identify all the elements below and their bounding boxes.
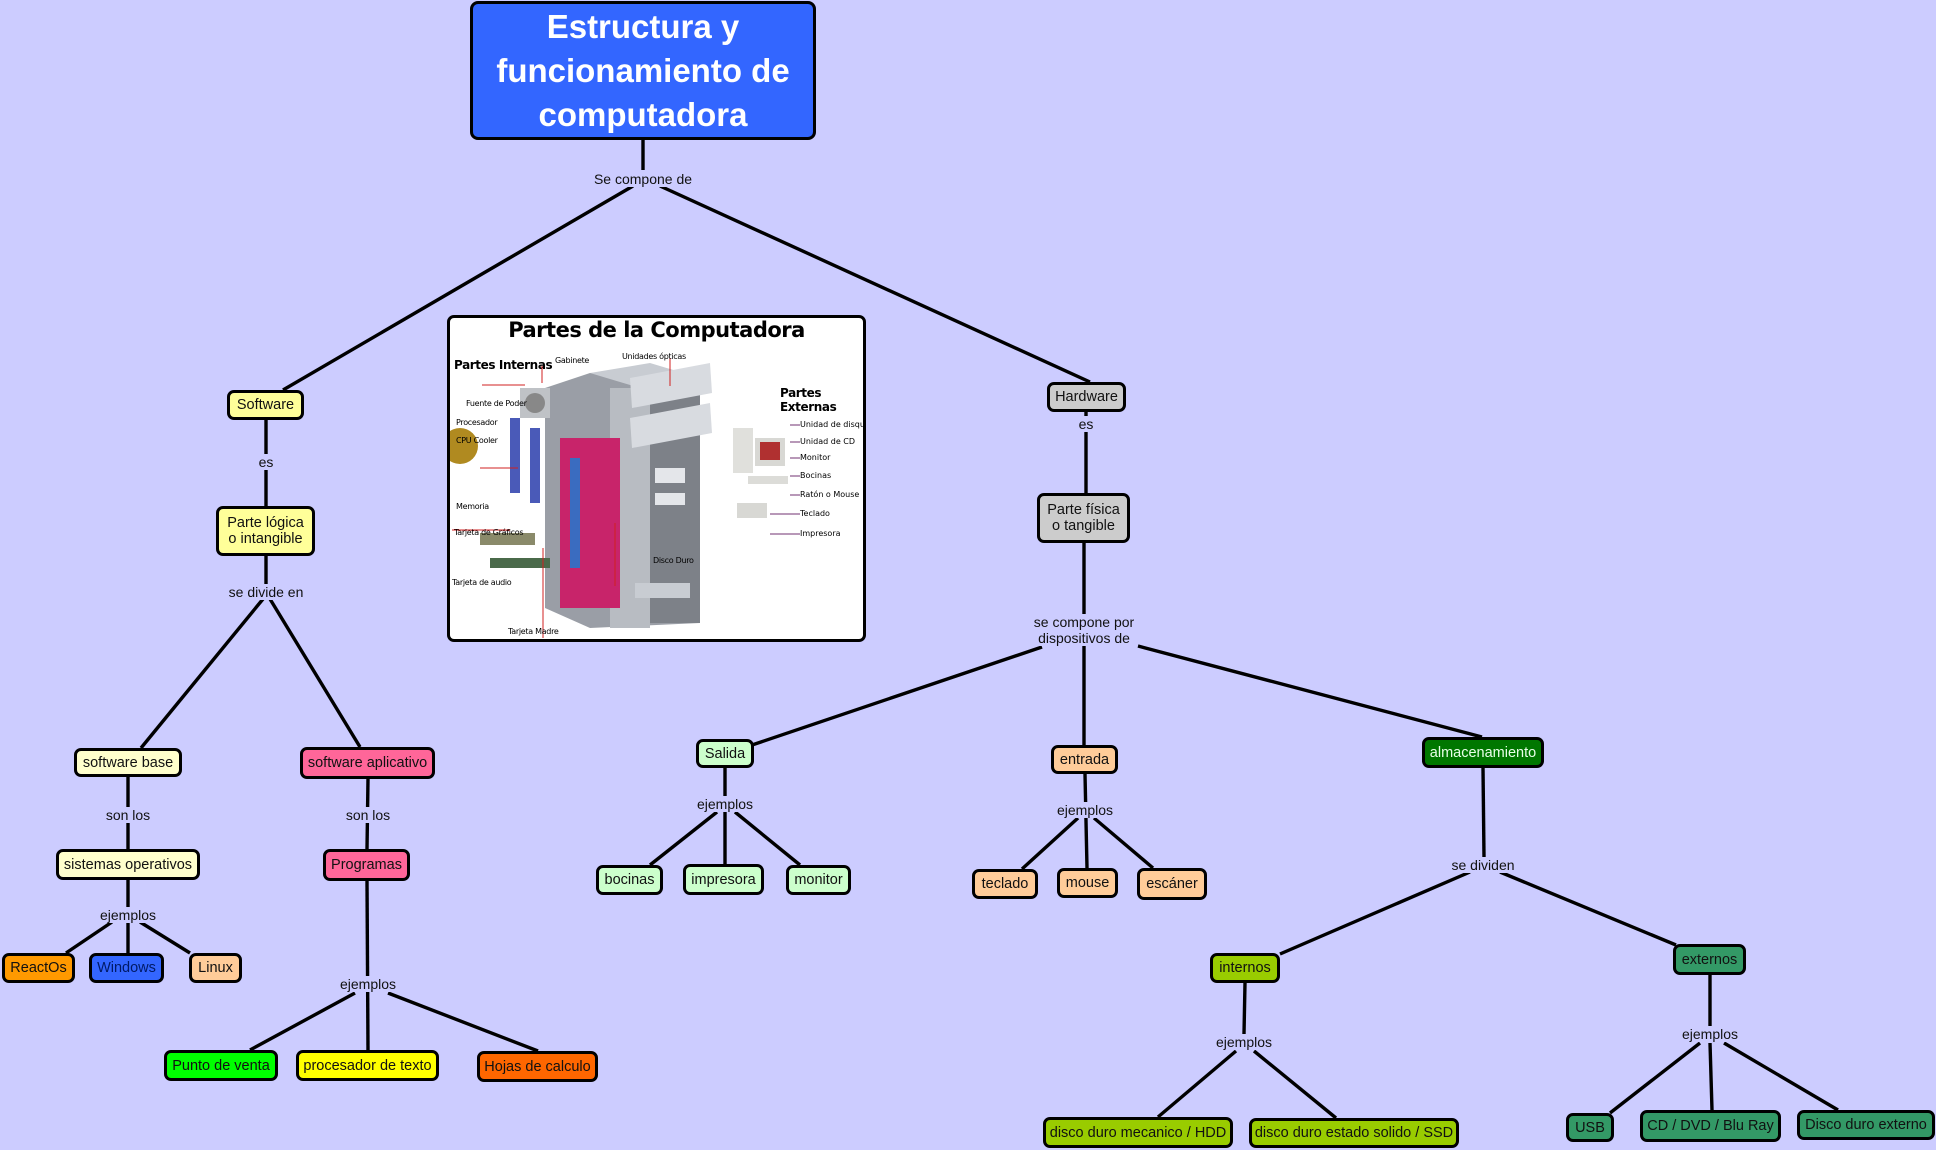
image-label-procesador: Procesador bbox=[456, 418, 498, 427]
node-impresora[interactable]: impresora bbox=[683, 864, 764, 895]
node-software[interactable]: Software bbox=[227, 390, 304, 420]
image-label-bocinas: Bocinas bbox=[800, 471, 832, 480]
connector bbox=[1137, 644, 1483, 739]
connector bbox=[1499, 870, 1677, 947]
connector bbox=[1092, 816, 1155, 870]
image-label-cpu-cooler: CPU Cooler bbox=[456, 436, 498, 445]
link-externos-ejemplos[interactable]: ejemplos bbox=[1680, 1026, 1740, 1042]
image-label-impresora: Impresora bbox=[800, 529, 841, 538]
node-bocinas[interactable]: bocinas bbox=[596, 865, 663, 895]
image-label-gabinete: Gabinete bbox=[555, 356, 590, 365]
image-label-tarjeta-audio: Tarjeta de audio bbox=[452, 578, 512, 587]
link-software-es[interactable]: es bbox=[257, 454, 275, 470]
image-internal-heading: Partes Internas bbox=[454, 358, 553, 372]
connector bbox=[1020, 816, 1080, 871]
node-parte-fisica[interactable]: Parte física o tangible bbox=[1037, 493, 1130, 543]
node-parte-logica[interactable]: Parte lógica o intangible bbox=[216, 506, 315, 556]
link-internos-ejemplos[interactable]: ejemplos bbox=[1214, 1034, 1274, 1050]
computer-parts-image[interactable]: Partes de la Computadora Partes Internas… bbox=[447, 315, 866, 642]
link-se-compone-de[interactable]: Se compone de bbox=[592, 171, 694, 187]
image-label-fuente-de-poder: Fuente de Poder bbox=[466, 399, 527, 408]
link-hardware-es[interactable]: es bbox=[1077, 416, 1095, 432]
node-reactos[interactable]: ReactOs bbox=[2, 953, 75, 983]
connector bbox=[1279, 870, 1471, 956]
connector bbox=[1708, 1042, 1714, 1111]
image-label-raton: Ratón o Mouse bbox=[800, 490, 860, 499]
connector bbox=[1252, 1049, 1338, 1120]
node-almacenamiento[interactable]: almacenamiento bbox=[1422, 737, 1544, 768]
link-entrada-ejemplos[interactable]: ejemplos bbox=[1055, 802, 1115, 818]
connector bbox=[1481, 767, 1486, 858]
node-monitor[interactable]: monitor bbox=[786, 865, 851, 895]
node-teclado[interactable]: teclado bbox=[972, 869, 1038, 899]
image-label-unidad-disquetes: Unidad de disquetes bbox=[800, 420, 865, 429]
node-sistemas-operativos[interactable]: sistemas operativos bbox=[56, 849, 200, 880]
node-externos[interactable]: externos bbox=[1673, 944, 1746, 975]
connector bbox=[733, 810, 802, 867]
image-label-monitor: Monitor bbox=[800, 453, 831, 462]
link-aplicativo-son-los[interactable]: son los bbox=[344, 807, 392, 823]
connector bbox=[1242, 982, 1247, 1035]
main-title-node[interactable]: Estructura y funcionamiento de computado… bbox=[470, 1, 816, 140]
node-hojas-de-calculo[interactable]: Hojas de calculo bbox=[477, 1051, 598, 1082]
node-programas[interactable]: Programas bbox=[323, 849, 410, 881]
link-se-dividen[interactable]: se dividen bbox=[1450, 857, 1516, 873]
connector bbox=[139, 920, 191, 955]
image-label-unidad-cd: Unidad de CD bbox=[800, 437, 856, 446]
connector bbox=[1608, 1041, 1702, 1115]
connector bbox=[268, 598, 362, 748]
node-punto-de-venta[interactable]: Punto de venta bbox=[164, 1050, 278, 1081]
connector bbox=[1723, 1041, 1839, 1112]
link-so-ejemplos[interactable]: ejemplos bbox=[98, 907, 158, 923]
connector bbox=[387, 991, 539, 1053]
connector bbox=[65, 920, 113, 955]
node-software-aplicativo[interactable]: software aplicativo bbox=[300, 747, 435, 779]
image-label-tarjeta-graficos: Tarjeta de Gráficos bbox=[454, 528, 524, 537]
node-mouse[interactable]: mouse bbox=[1057, 868, 1118, 898]
image-label-tarjeta-madre: Tarjeta Madre bbox=[508, 627, 559, 636]
node-disco-duro-externo[interactable]: Disco duro externo bbox=[1797, 1110, 1935, 1140]
connector bbox=[139, 597, 265, 750]
node-procesador-de-texto[interactable]: procesador de texto bbox=[296, 1050, 439, 1081]
link-salida-ejemplos[interactable]: ejemplos bbox=[695, 796, 755, 812]
connector bbox=[249, 991, 356, 1052]
connector bbox=[751, 645, 1043, 747]
node-software-base[interactable]: software base bbox=[74, 748, 182, 777]
link-se-compone-por[interactable]: se compone por dispositivos de bbox=[1032, 614, 1136, 646]
link-base-son-los[interactable]: son los bbox=[104, 807, 152, 823]
connector bbox=[648, 810, 719, 867]
node-escaner[interactable]: escáner bbox=[1137, 868, 1207, 900]
node-internos[interactable]: internos bbox=[1210, 953, 1280, 983]
image-title: Partes de la Computadora bbox=[508, 318, 805, 342]
node-usb[interactable]: USB bbox=[1566, 1113, 1614, 1142]
node-windows[interactable]: Windows bbox=[89, 953, 164, 983]
connector bbox=[1083, 773, 1089, 869]
image-label-teclado: Teclado bbox=[800, 509, 830, 518]
link-se-divide-en[interactable]: se divide en bbox=[227, 584, 305, 600]
connector bbox=[1156, 1049, 1238, 1119]
connector bbox=[365, 880, 370, 1051]
link-programas-ejemplos[interactable]: ejemplos bbox=[338, 976, 398, 992]
computer-tower-illustration bbox=[450, 358, 800, 638]
connector bbox=[282, 184, 634, 392]
node-salida[interactable]: Salida bbox=[696, 739, 754, 768]
node-entrada[interactable]: entrada bbox=[1051, 745, 1118, 774]
node-linux[interactable]: Linux bbox=[189, 953, 242, 983]
image-label-unidades-opticas: Unidades ópticas bbox=[622, 352, 686, 361]
image-label-memoria: Memoria bbox=[456, 502, 489, 511]
node-hardware[interactable]: Hardware bbox=[1047, 382, 1126, 412]
node-cd-dvd-bluray[interactable]: CD / DVD / Blu Ray bbox=[1640, 1110, 1781, 1142]
image-external-heading: Partes Externas bbox=[780, 386, 837, 414]
node-hdd[interactable]: disco duro mecanico / HDD bbox=[1043, 1117, 1233, 1148]
connector bbox=[659, 184, 1091, 384]
node-ssd[interactable]: disco duro estado solido / SSD bbox=[1249, 1118, 1459, 1148]
image-label-disco-duro: Disco Duro bbox=[653, 556, 694, 565]
